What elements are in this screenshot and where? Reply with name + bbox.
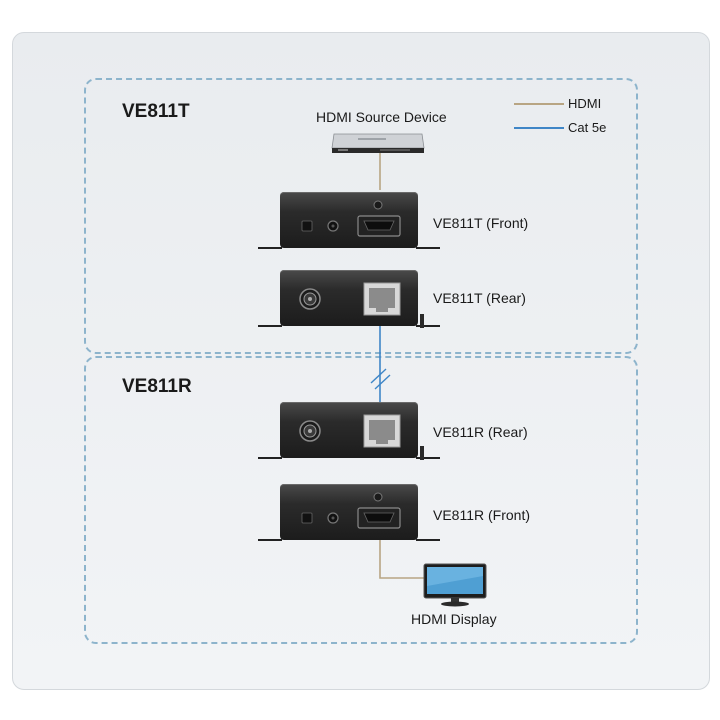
dvd-player-icon: [331, 133, 425, 153]
rj45-port-icon: [363, 282, 401, 316]
ve811t-front-unit: [258, 192, 440, 249]
hdmi-cable-display: [379, 538, 425, 579]
legend-cat5e-label: Cat 5e: [568, 120, 607, 135]
hdmi-port-icon: [357, 215, 401, 237]
group-title-transmitter: VE811T: [122, 101, 190, 122]
hdmi-port-icon: [357, 507, 401, 529]
group-receiver: [84, 356, 638, 644]
legend-hdmi-line: [514, 103, 564, 105]
rj45-port-icon: [363, 414, 401, 448]
label-ve811r-front: VE811R (Front): [433, 507, 530, 523]
ve811r-front-unit: [258, 484, 440, 541]
monitor-icon: [423, 563, 487, 607]
legend-cat5e-line: [514, 127, 564, 129]
label-ve811t-front: VE811T (Front): [433, 215, 529, 231]
label-hdmi-display: HDMI Display: [411, 611, 497, 627]
ve811r-rear-unit: [258, 402, 440, 460]
cable-break-mark-2: [374, 374, 391, 390]
label-ve811t-rear: VE811T (Rear): [433, 290, 526, 306]
cable-break-mark-1: [370, 368, 387, 384]
group-title-receiver: VE811R: [122, 376, 192, 397]
ve811t-rear-unit: [258, 270, 440, 328]
label-ve811r-rear: VE811R (Rear): [433, 424, 528, 440]
label-source-device: HDMI Source Device: [316, 109, 447, 125]
legend-hdmi-label: HDMI: [568, 96, 602, 111]
group-transmitter: [84, 78, 638, 354]
